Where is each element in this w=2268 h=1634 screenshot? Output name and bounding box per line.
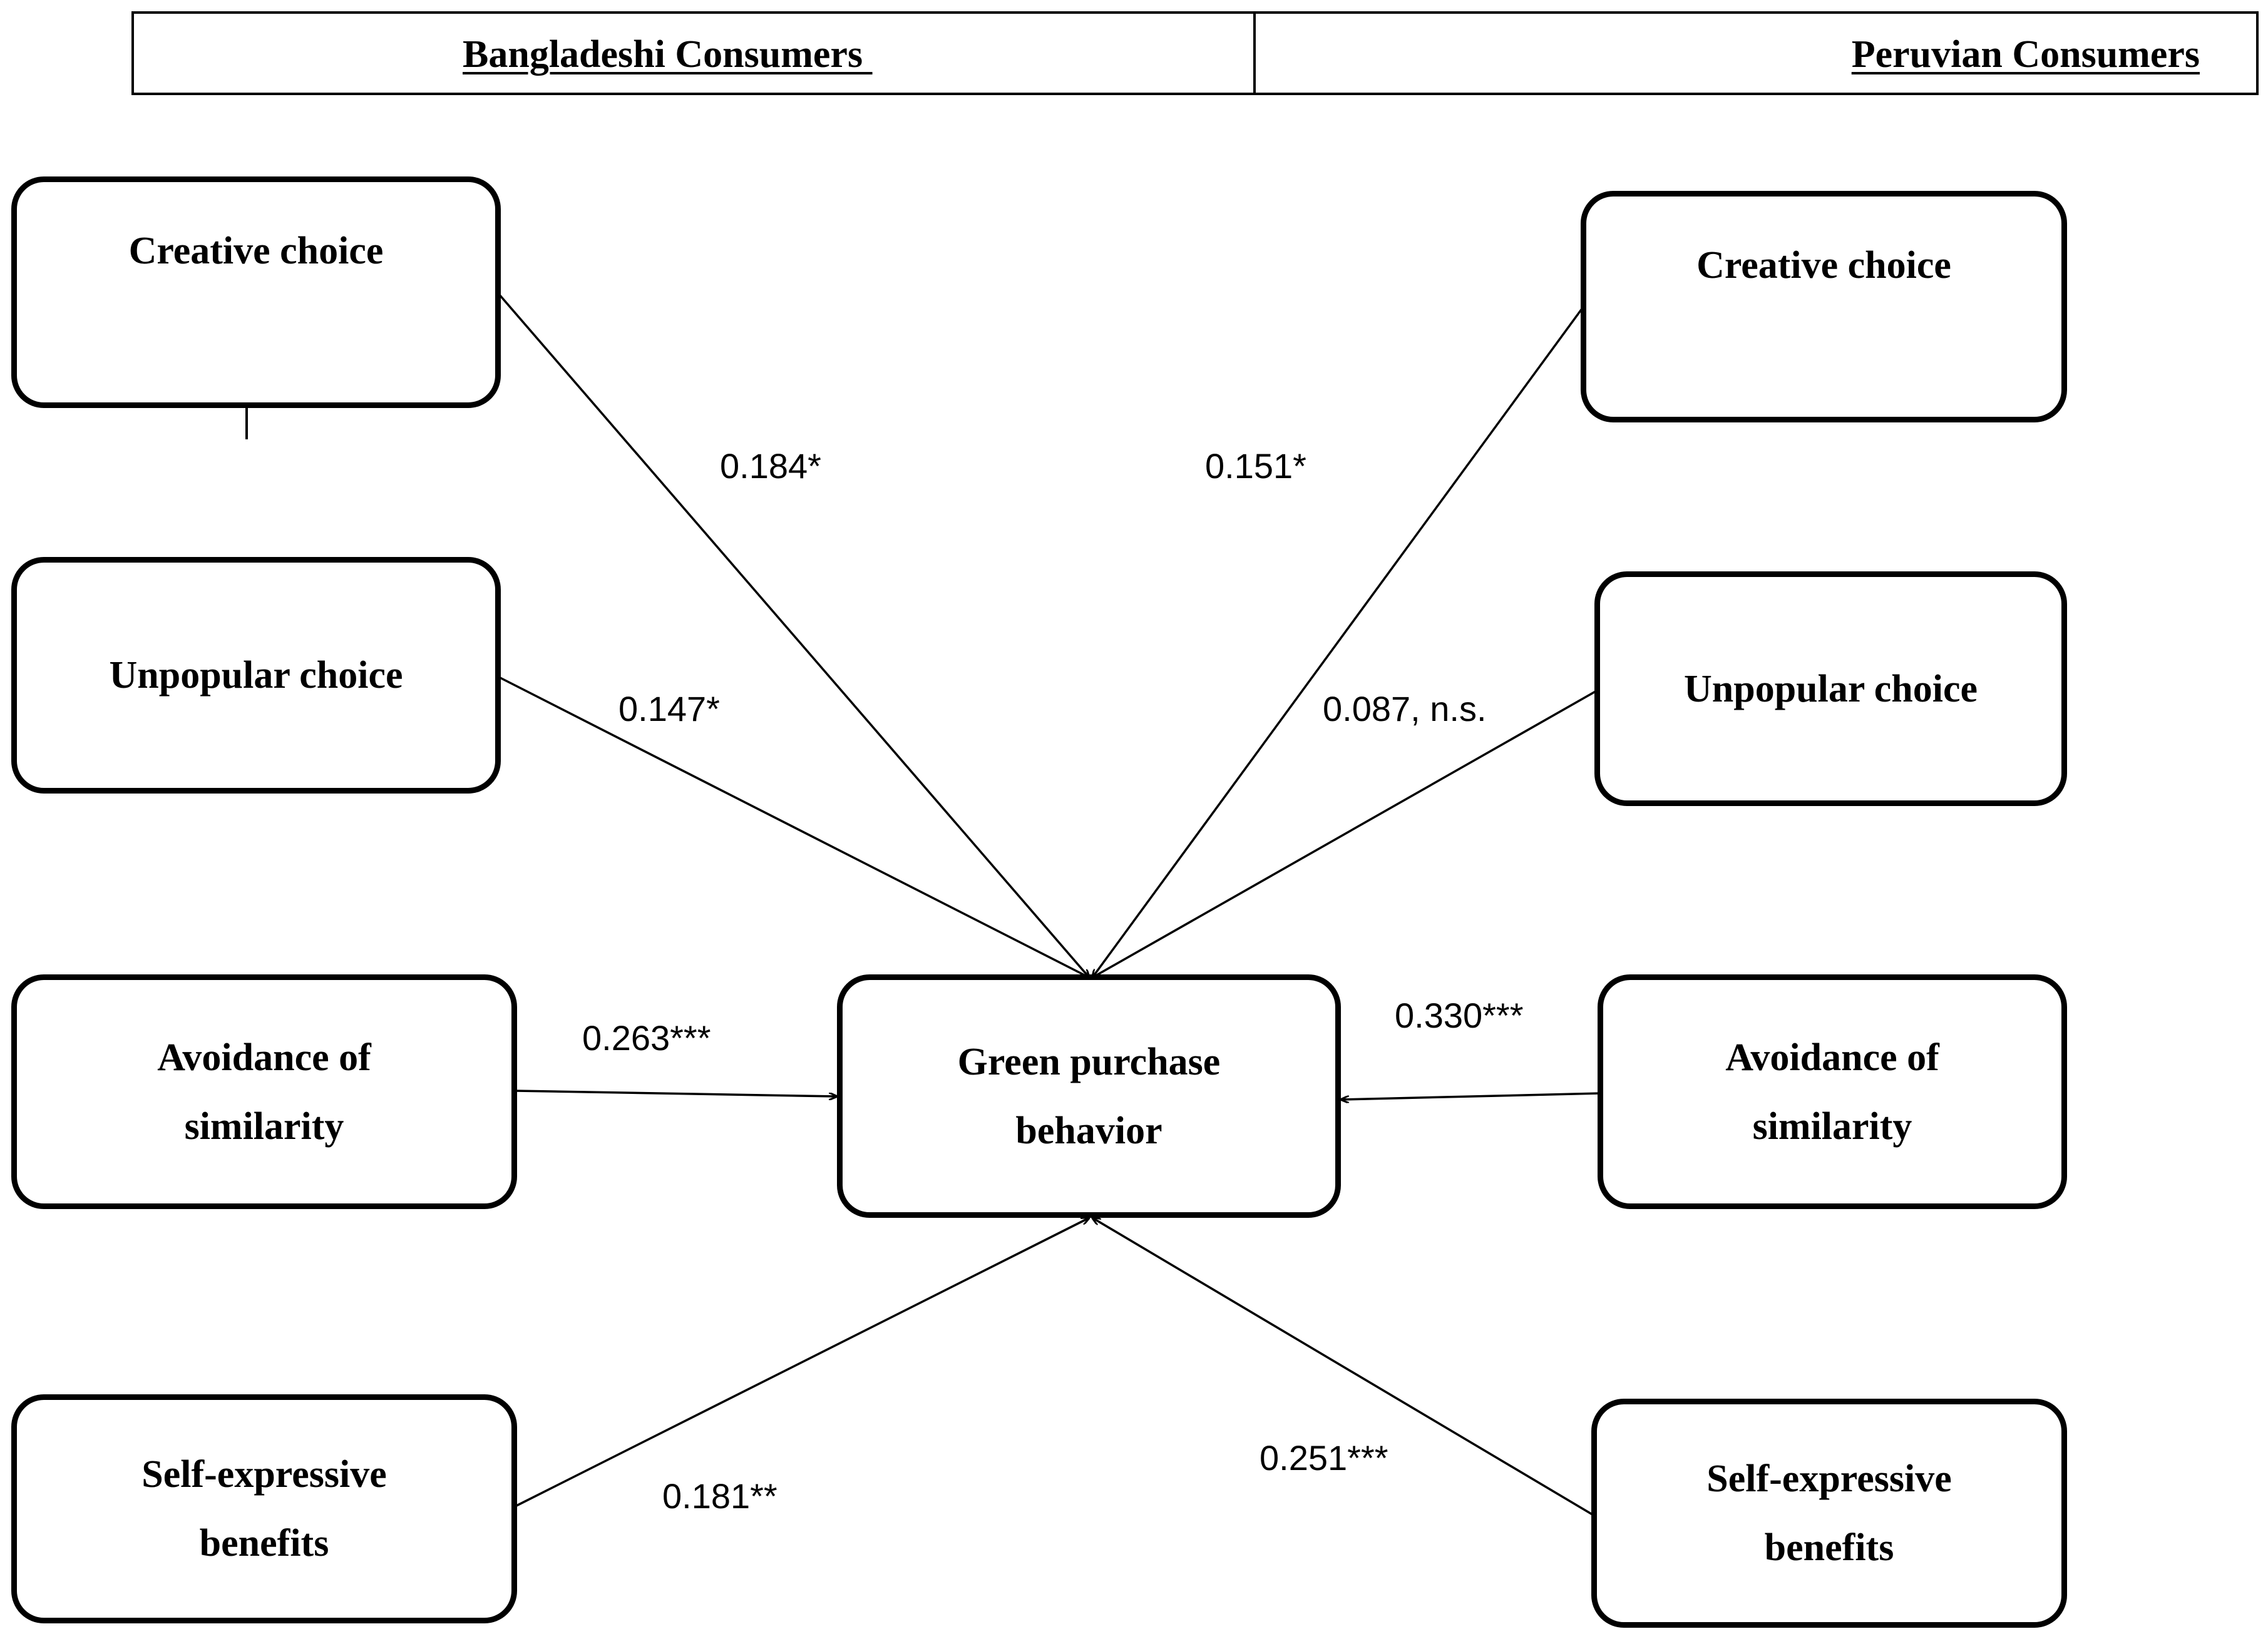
node-green-purchase-behavior: Green purchase behavior — [837, 974, 1341, 1218]
node-right-unpopular-choice: Unpopular choice — [1594, 571, 2067, 806]
node-right-avoidance-line1: Avoidance of — [1725, 1036, 1939, 1079]
node-left-avoidance-text: Avoidance of similarity — [157, 1023, 371, 1161]
coef-left-unpopular: 0.147* — [618, 689, 720, 728]
header-cell-peruvian: Peruvian Consumers — [1256, 14, 2256, 93]
node-right-unpopular-label: Unpopular choice — [1683, 667, 1978, 710]
node-left-creative-choice: Creative choice — [11, 176, 501, 408]
arrow-right-unpopular — [1092, 689, 1598, 978]
node-right-creative-label: Creative choice — [1696, 244, 1951, 287]
header-title-bangladeshi: Bangladeshi Consumers — [463, 33, 873, 76]
node-left-selfexp-text: Self-expressive benefits — [141, 1440, 386, 1578]
node-left-selfexp-line1: Self-expressive — [141, 1453, 387, 1496]
coef-right-avoidance: 0.330*** — [1395, 996, 1524, 1035]
arrow-right-selfexp — [1092, 1218, 1595, 1517]
node-right-avoidance-line2: similarity — [1752, 1105, 1912, 1148]
arrow-left-avoidance — [515, 1090, 837, 1096]
coef-right-unpopular: 0.087, n.s. — [1323, 689, 1487, 728]
node-center-line2: behavior — [1015, 1109, 1162, 1152]
header-title-peruvian: Peruvian Consumers — [1851, 33, 2200, 76]
node-right-selfexp-text: Self-expressive benefits — [1706, 1444, 1951, 1582]
node-right-avoidance-of-similarity: Avoidance of similarity — [1598, 974, 2067, 1209]
group-header-bar: Bangladeshi Consumers Peruvian Consumers — [131, 11, 2259, 95]
coef-left-selfexp: 0.181** — [662, 1476, 777, 1516]
node-left-avoidance-of-similarity: Avoidance of similarity — [11, 974, 517, 1209]
node-left-selfexp-line2: benefits — [199, 1522, 329, 1565]
node-center-line1: Green purchase — [957, 1040, 1221, 1083]
node-right-creative-choice: Creative choice — [1581, 191, 2067, 422]
node-left-self-expressive-benefits: Self-expressive benefits — [11, 1394, 517, 1623]
node-left-unpopular-choice: Unpopular choice — [11, 557, 501, 794]
node-center-text: Green purchase behavior — [958, 1028, 1221, 1165]
coef-right-creative: 0.151* — [1205, 446, 1306, 486]
node-left-creative-label: Creative choice — [128, 230, 384, 272]
arrow-right-creative — [1092, 307, 1584, 978]
text-cursor-mark — [245, 382, 248, 439]
node-left-avoidance-line2: similarity — [184, 1105, 344, 1148]
node-right-selfexp-line2: benefits — [1764, 1526, 1894, 1569]
header-cell-bangladeshi: Bangladeshi Consumers — [134, 14, 1256, 93]
node-right-avoidance-text: Avoidance of similarity — [1725, 1023, 1939, 1161]
node-left-avoidance-line1: Avoidance of — [157, 1036, 371, 1079]
arrow-left-creative — [498, 293, 1089, 978]
arrow-left-unpopular — [498, 676, 1089, 978]
coef-left-creative: 0.184* — [720, 446, 821, 486]
arrow-left-selfexp — [515, 1218, 1089, 1508]
coef-right-selfexp: 0.251*** — [1260, 1438, 1388, 1478]
node-right-self-expressive-benefits: Self-expressive benefits — [1591, 1399, 2067, 1628]
node-right-selfexp-line1: Self-expressive — [1706, 1458, 1952, 1500]
node-left-unpopular-label: Unpopular choice — [109, 654, 403, 697]
coef-left-avoidance: 0.263*** — [582, 1018, 711, 1058]
arrow-right-avoidance — [1341, 1092, 1601, 1100]
